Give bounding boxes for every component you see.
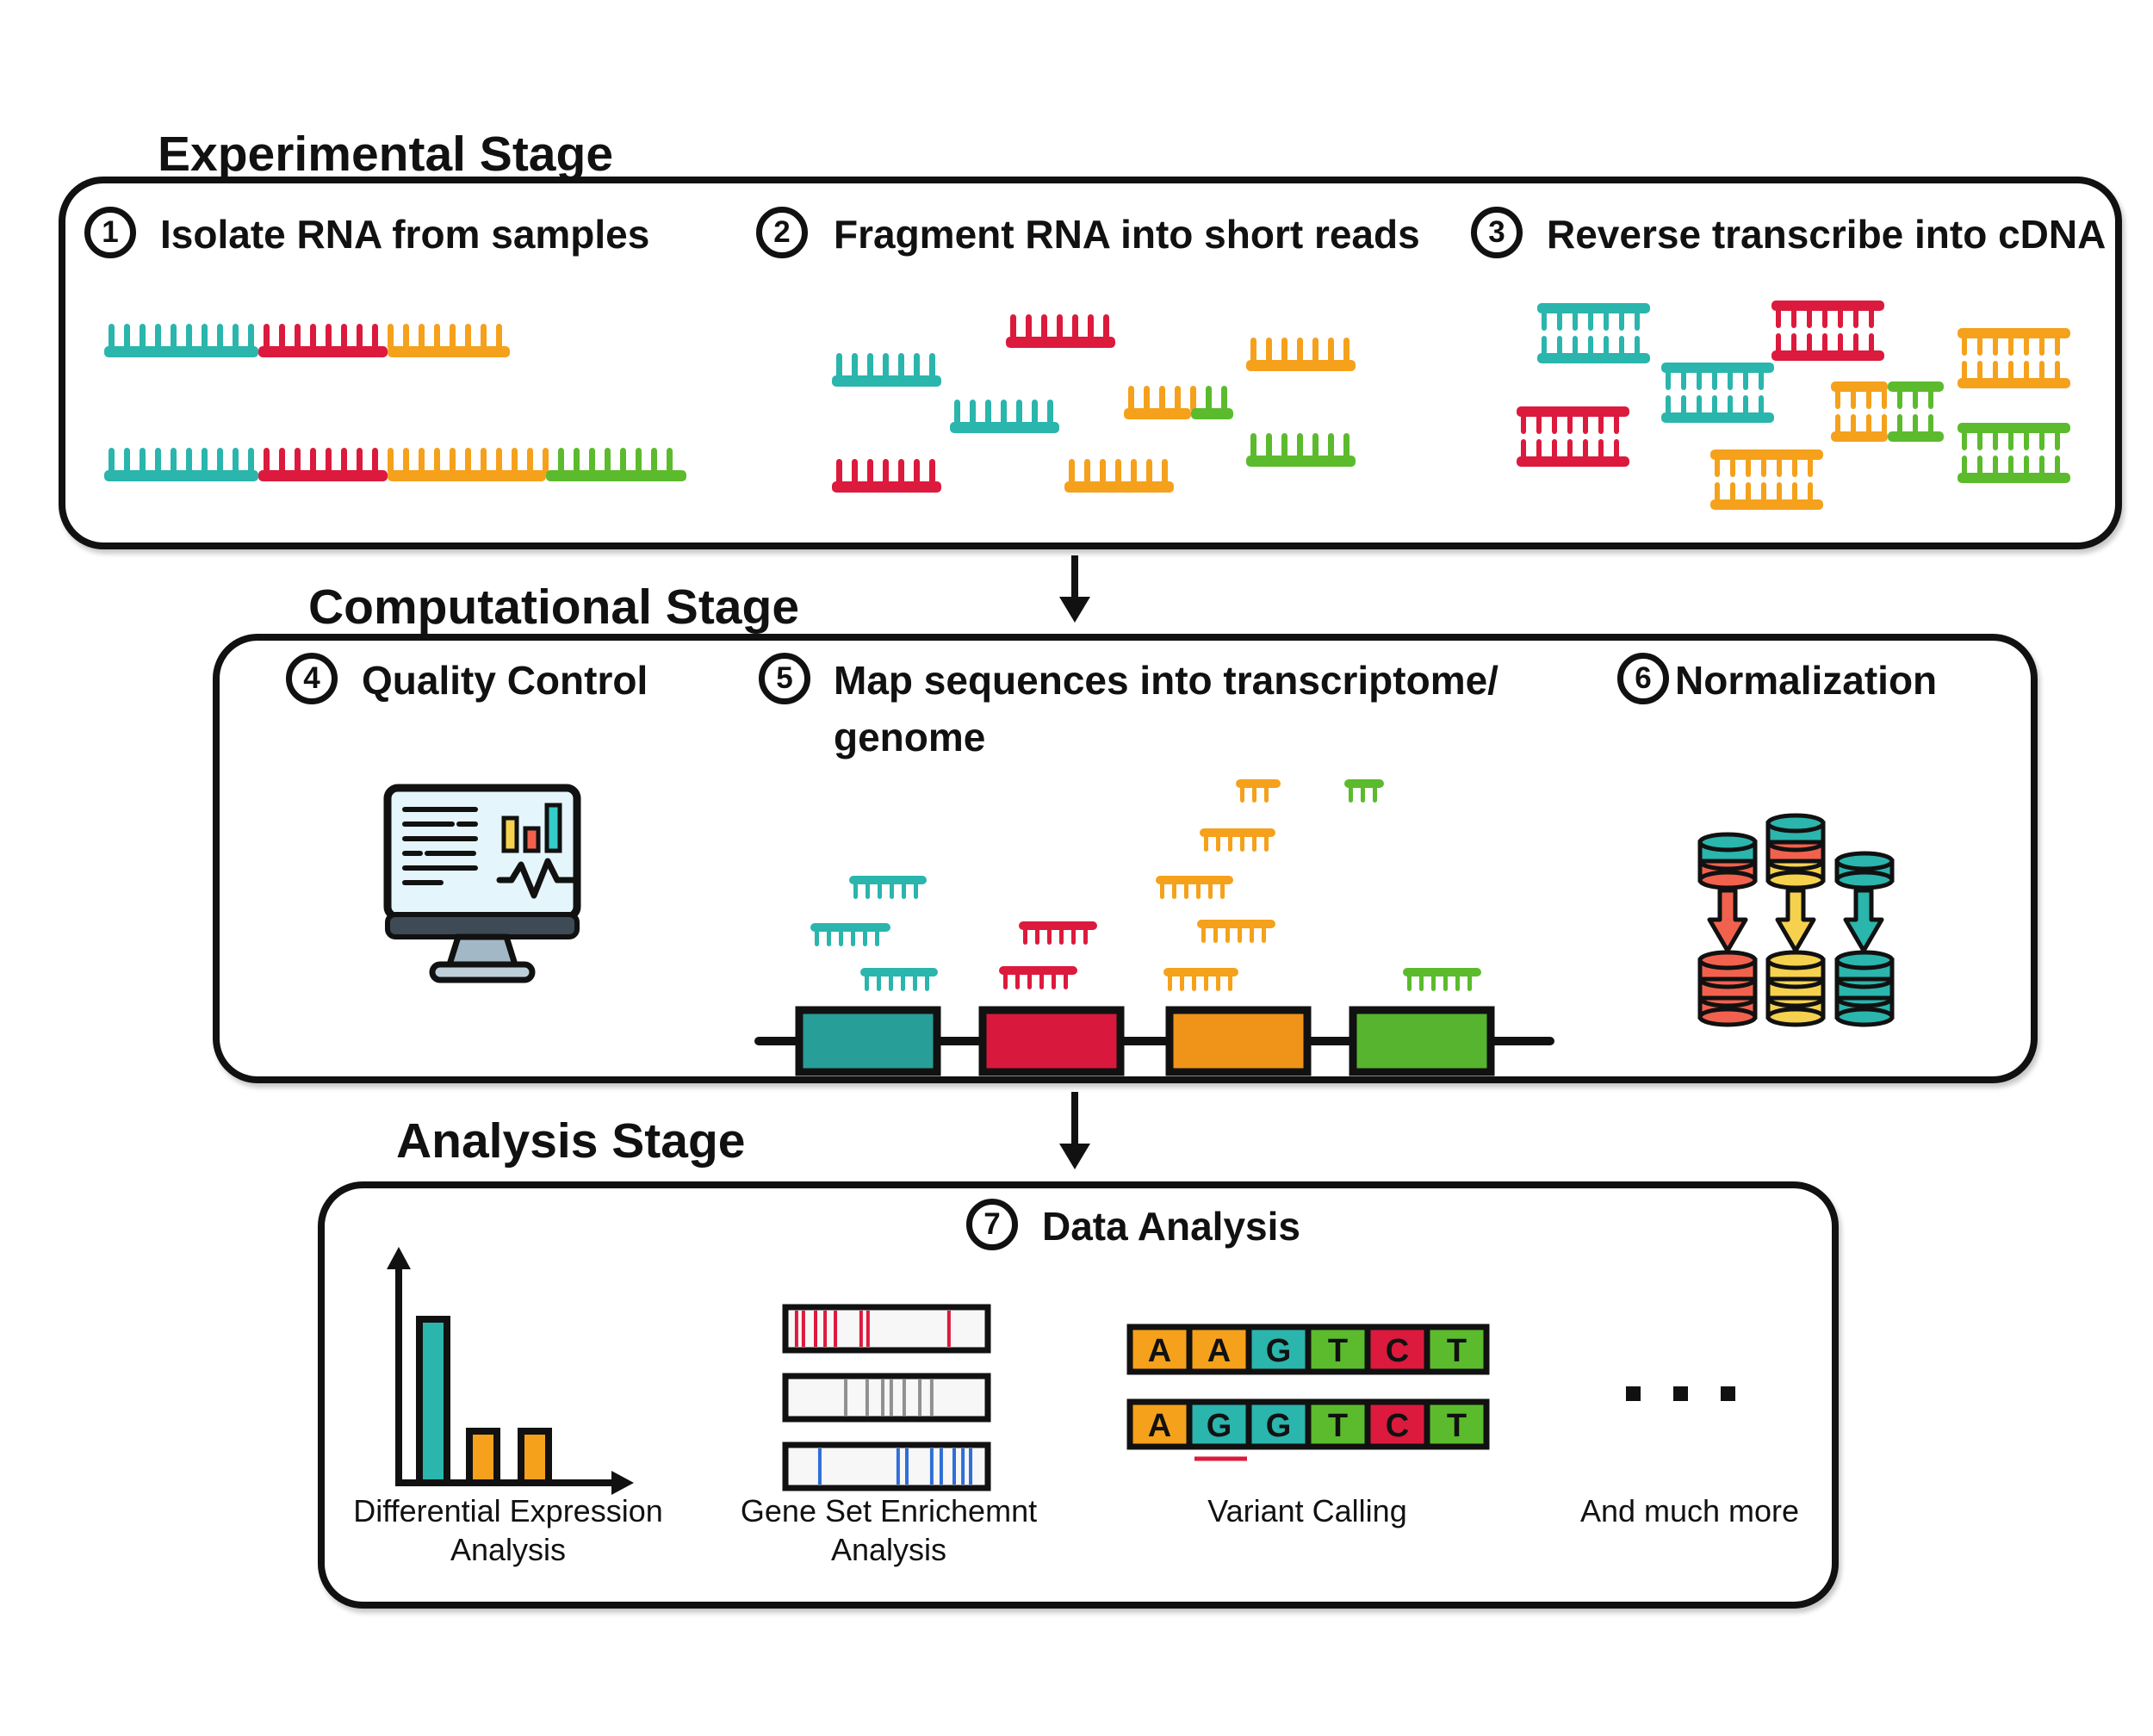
step-3-number-badge: 3: [1471, 207, 1523, 258]
step-1-label: Isolate RNA from samples: [160, 212, 650, 257]
svg-text:T: T: [1447, 1408, 1467, 1444]
step-3-label: Reverse transcribe into cDNA: [1547, 212, 2106, 257]
ellipsis-dots-icon: [1626, 1386, 1735, 1401]
dea-chart-icon: [387, 1247, 634, 1495]
item-label-line1: Differential Expression: [353, 1493, 663, 1528]
qc-monitor-icon: [383, 784, 581, 983]
differential-expression-analysis-label: Differential Expression Analysis: [284, 1491, 732, 1569]
svg-text:A: A: [1207, 1333, 1231, 1369]
experimental-stage-title: Experimental Stage: [158, 127, 614, 182]
step-5-label-line2: genome: [834, 715, 986, 760]
cdna-fragments: [1517, 301, 2070, 510]
variant-calling-label: Variant Calling: [1083, 1491, 1531, 1530]
step-7-label: Data Analysis: [1042, 1204, 1300, 1249]
svg-text:C: C: [1386, 1333, 1409, 1369]
stage-flow-arrows: [1059, 555, 1090, 1169]
step-6-number-badge: 6: [1617, 653, 1669, 704]
item-label-line1: Variant Calling: [1207, 1493, 1407, 1528]
svg-text:A: A: [1148, 1333, 1171, 1369]
analysis-stage-title: Analysis Stage: [396, 1113, 746, 1169]
step-7-number-badge: 7: [966, 1199, 1018, 1250]
svg-text:G: G: [1207, 1408, 1232, 1444]
step-4-number-badge: 4: [286, 653, 338, 704]
step-6-label: Normalization: [1675, 658, 1938, 703]
and-much-more-label: And much more: [1466, 1491, 1914, 1530]
svg-text:G: G: [1266, 1333, 1292, 1369]
item-label-line1: Gene Set Enrichemnt: [740, 1493, 1038, 1528]
item-label-line2: Analysis: [830, 1532, 947, 1567]
item-label-line1: And much more: [1579, 1493, 1800, 1528]
analysis-stage-box: [318, 1181, 1839, 1609]
step-4-label: Quality Control: [362, 658, 648, 703]
rna-fragments: [832, 314, 1356, 493]
step-5-number-badge: 5: [759, 653, 810, 704]
item-label-line2: Analysis: [450, 1532, 567, 1567]
gene-set-enrichment-analysis-label: Gene Set Enrichemnt Analysis: [665, 1491, 1113, 1569]
svg-text:G: G: [1266, 1408, 1292, 1444]
step-1-number-badge: 1: [84, 207, 136, 258]
step-2-number-badge: 2: [756, 207, 808, 258]
svg-text:T: T: [1447, 1333, 1467, 1369]
svg-text:C: C: [1386, 1408, 1409, 1444]
computational-stage-title: Computational Stage: [308, 580, 800, 635]
genome-track: [754, 1006, 1554, 1076]
step-5-label-line1: Map sequences into transcriptome/: [834, 658, 1498, 703]
rna-strands: [104, 324, 686, 481]
gsea-icon: [782, 1304, 991, 1491]
mapped-reads: [810, 779, 1481, 991]
svg-text:T: T: [1328, 1333, 1348, 1369]
step-2-label: Fragment RNA into short reads: [834, 212, 1420, 257]
normalization-databases-icon: [1697, 813, 1895, 1020]
svg-text:A: A: [1148, 1408, 1171, 1444]
svg-text:T: T: [1328, 1408, 1348, 1444]
